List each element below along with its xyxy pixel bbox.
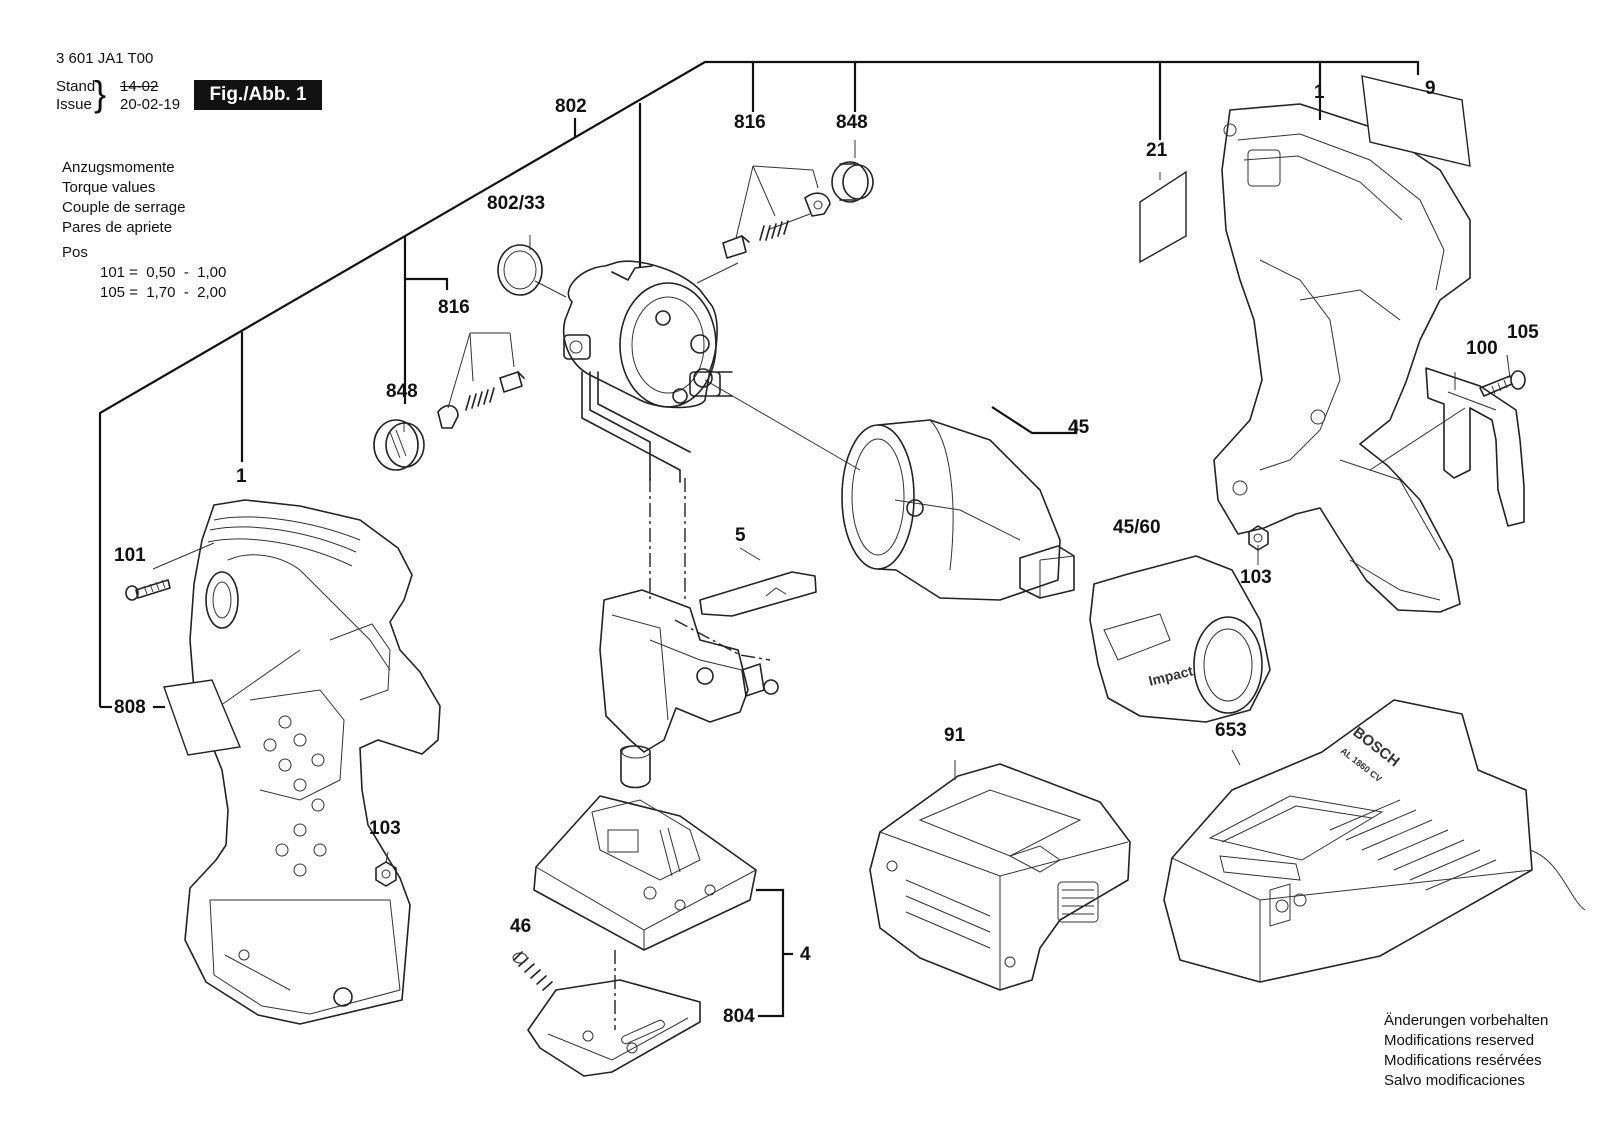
housing-left-1 xyxy=(184,499,441,1025)
torque-row-101: 101 = 0,50 - 1,00 xyxy=(100,264,227,281)
label-808 xyxy=(163,679,241,756)
brush-kit-816-upper xyxy=(722,192,831,259)
torque-title-en: Torque values xyxy=(62,179,156,196)
battery-91 xyxy=(869,763,1131,991)
nut-103-left xyxy=(375,861,397,887)
callout-653: 653 xyxy=(1215,720,1247,741)
pointer-lines xyxy=(152,118,1511,863)
torque-title-es: Pares de apriete xyxy=(62,219,173,236)
gear-housing-45 xyxy=(841,419,1075,601)
note-en: Modifications reserved xyxy=(1384,1032,1535,1049)
torque-title-fr: Couple de serrage xyxy=(62,199,186,216)
stand-date: 14-02 xyxy=(120,78,159,95)
callout-816-upper: 816 xyxy=(734,112,766,133)
brush-cap-848-lower xyxy=(373,419,425,471)
charger-653: BOSCH AL 1860 CV xyxy=(1163,699,1586,983)
document-number: 3 601 JA1 T00 xyxy=(56,50,154,67)
screw-101 xyxy=(125,579,171,601)
callout-45: 45 xyxy=(1068,417,1090,438)
issue-date: 20-02-19 xyxy=(120,96,181,113)
note-es: Salvo modificaciones xyxy=(1384,1072,1525,1089)
brace-icon: } xyxy=(94,73,107,114)
callout-816-lower: 816 xyxy=(438,297,470,318)
callout-848-lower: 848 xyxy=(386,381,418,402)
callout-802: 802 xyxy=(555,96,587,117)
brush-kit-816-lower xyxy=(437,371,525,429)
callout-103-right: 103 xyxy=(1240,567,1272,588)
spring-46 xyxy=(512,951,553,991)
belt-clip-100 xyxy=(1425,367,1525,527)
label-9 xyxy=(1361,75,1471,167)
figure-label: Fig./Abb. 1 xyxy=(194,80,322,110)
callout-105: 105 xyxy=(1507,322,1539,343)
callout-45-60: 45/60 xyxy=(1113,517,1161,538)
callout-802-33: 802/33 xyxy=(487,193,546,214)
torque-pos-label: Pos xyxy=(62,244,88,261)
callout-21: 21 xyxy=(1146,140,1168,161)
switch-assembly xyxy=(599,589,779,789)
callout-804: 804 xyxy=(723,1006,755,1027)
callout-9: 9 xyxy=(1425,78,1436,99)
torque-title-de: Anzugsmomente xyxy=(62,159,175,176)
stand-label: Stand xyxy=(56,78,96,95)
leader-lines xyxy=(98,60,1420,1018)
callout-100: 100 xyxy=(1466,338,1498,359)
slide-5 xyxy=(699,571,817,617)
callout-101: 101 xyxy=(114,545,146,566)
torque-row-105: 105 = 1,70 - 2,00 xyxy=(100,284,227,301)
note-de: Änderungen vorbehalten xyxy=(1384,1012,1549,1029)
plate-804 xyxy=(527,979,701,1077)
callout-1-right: 1 xyxy=(1314,82,1325,103)
callout-848-upper: 848 xyxy=(836,112,868,133)
assembly-dash-lines xyxy=(614,478,771,1030)
callout-5: 5 xyxy=(735,525,746,546)
callout-4: 4 xyxy=(800,944,811,965)
callout-91: 91 xyxy=(944,725,966,746)
motor-802 xyxy=(563,260,733,483)
base-4 xyxy=(533,795,757,951)
callout-103-left: 103 xyxy=(369,818,401,839)
brush-cap-848-upper xyxy=(831,161,874,203)
issue-label: Issue xyxy=(56,96,92,113)
housing-right-1 xyxy=(1213,103,1471,613)
callout-808: 808 xyxy=(114,697,146,718)
callout-46: 46 xyxy=(510,916,532,937)
screw-105 xyxy=(1479,370,1526,397)
label-21 xyxy=(1139,170,1187,264)
o-ring-802-33 xyxy=(497,244,543,296)
nut-103-right xyxy=(1248,525,1269,551)
callout-1-left: 1 xyxy=(236,466,247,487)
note-fr: Modifications resérvées xyxy=(1384,1052,1542,1069)
cover-brand-text: Impact xyxy=(1147,662,1195,689)
